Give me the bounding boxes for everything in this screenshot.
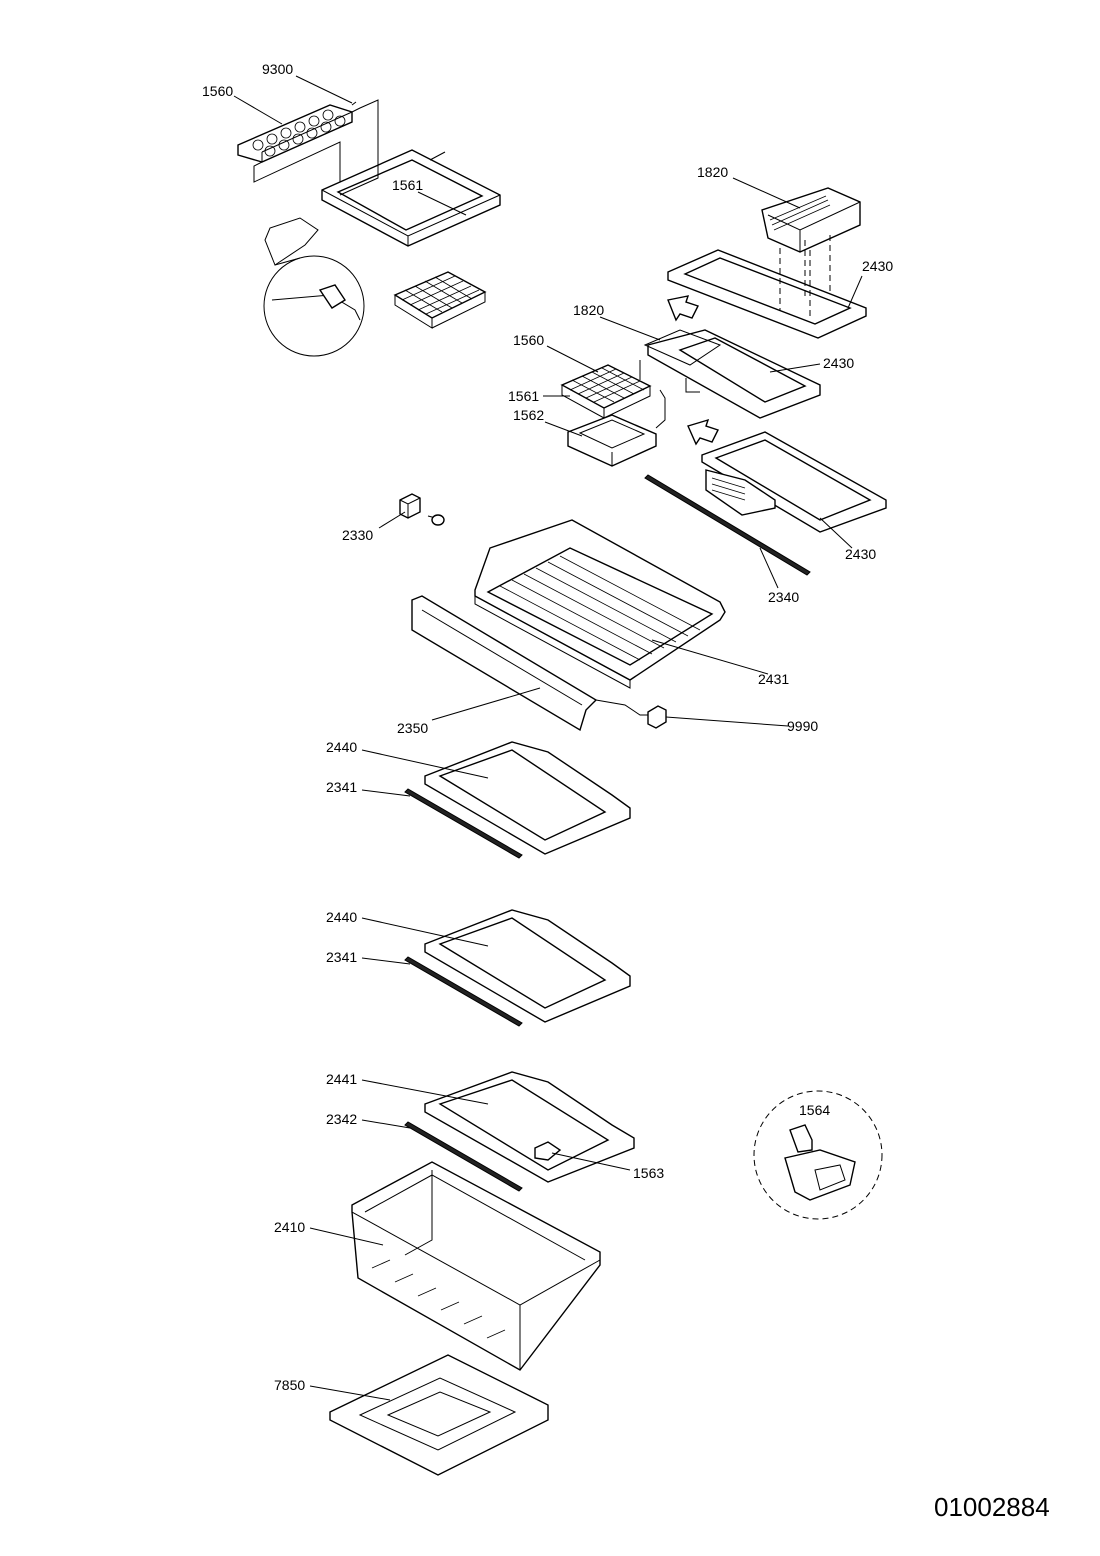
label-1561-mid: 1561 — [508, 388, 539, 404]
label-7850: 7850 — [274, 1377, 305, 1393]
arrow-down-icon-2 — [687, 418, 719, 446]
clip-part — [399, 493, 445, 526]
wire-shelf-part — [474, 519, 726, 689]
assembly-lines-mid — [639, 360, 700, 429]
label-2440-a: 2440 — [326, 739, 357, 755]
label-2441: 2441 — [326, 1071, 357, 1087]
label-1560-top: 1560 — [202, 83, 233, 99]
assembly-lines-bottom — [595, 699, 648, 716]
arrow-down-icon — [667, 295, 699, 322]
drawer-cover-part — [329, 1354, 549, 1476]
label-1560-mid: 1560 — [513, 332, 544, 348]
ice-tray-part — [237, 104, 353, 163]
label-1562: 1562 — [513, 407, 544, 423]
glass-shelf-b-part — [404, 909, 631, 1027]
label-1820-a: 1820 — [697, 164, 728, 180]
shelf-strip-part — [644, 474, 811, 576]
label-2440-b: 2440 — [326, 909, 357, 925]
label-2430-b: 2430 — [823, 355, 854, 371]
detail-circle-hinge — [263, 217, 365, 357]
label-2341-b: 2341 — [326, 949, 357, 965]
label-2431: 2431 — [758, 671, 789, 687]
shelf-mid-part — [643, 329, 821, 419]
label-2341-a: 2341 — [326, 779, 357, 795]
label-2430-a: 2430 — [862, 258, 893, 274]
crisper-drawer-part — [351, 1161, 601, 1371]
label-2410: 2410 — [274, 1219, 305, 1235]
plug-part — [647, 705, 667, 729]
label-1563: 1563 — [633, 1165, 664, 1181]
part-labels: 9300 1560 1561 1820 2430 1820 1560 2430 … — [202, 61, 893, 1393]
shelf-lower-right-part — [701, 431, 887, 533]
detail-circle-hook — [753, 1090, 883, 1220]
assembly-lines-top — [253, 99, 446, 196]
label-2342: 2342 — [326, 1111, 357, 1127]
label-2330: 2330 — [342, 527, 373, 543]
container-box-part — [761, 187, 861, 253]
ice-grid-part — [393, 271, 487, 329]
shelf-top-part — [667, 235, 867, 339]
label-1564: 1564 — [799, 1102, 830, 1118]
label-2340: 2340 — [768, 589, 799, 605]
front-panel-part — [411, 595, 598, 732]
ice-tray-frame-part — [321, 149, 501, 247]
label-2350: 2350 — [397, 720, 428, 736]
ice-grid-mid-part — [560, 364, 652, 419]
label-9990: 9990 — [787, 718, 818, 734]
label-1561-top: 1561 — [392, 177, 423, 193]
label-1820-b: 1820 — [573, 302, 604, 318]
label-9300: 9300 — [262, 61, 293, 77]
label-2430-c: 2430 — [845, 546, 876, 562]
ice-bucket-part — [567, 414, 657, 467]
drawing-number: 01002884 — [934, 1492, 1050, 1522]
glass-shelf-a-part — [404, 741, 631, 859]
leader-lines — [233, 75, 863, 1401]
